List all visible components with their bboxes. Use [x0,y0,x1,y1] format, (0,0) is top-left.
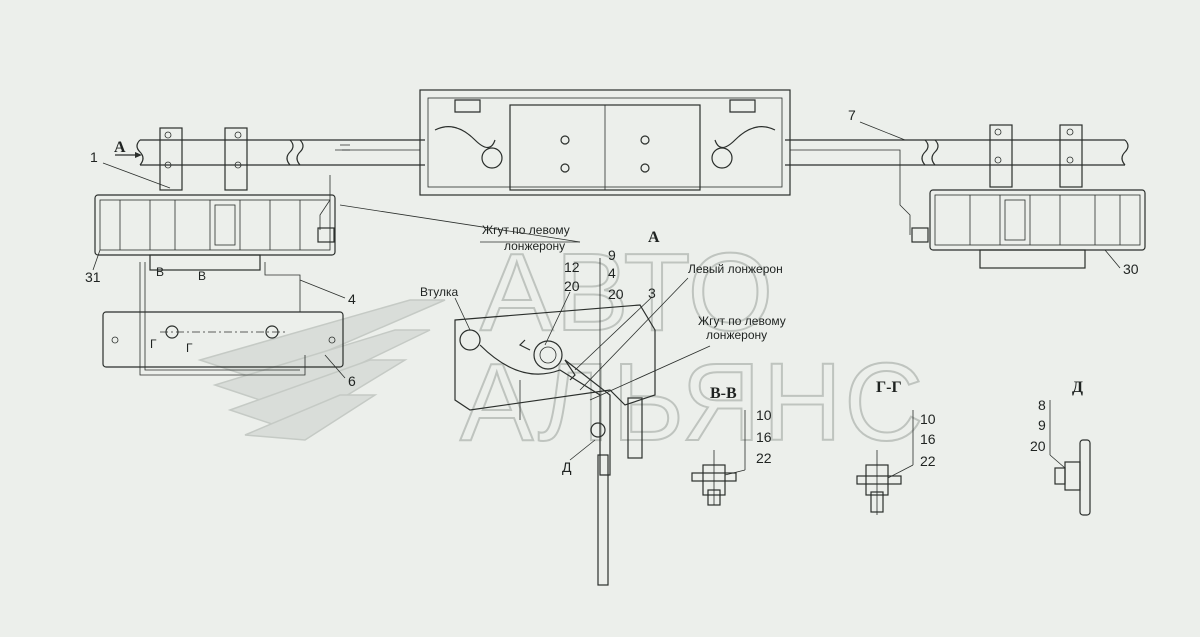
callout-d-9: 9 [1038,417,1046,433]
harness-label-1-line1: Жгут по левому [482,223,570,237]
callout-7: 7 [848,107,856,123]
section-gg-title: Г-Г [876,379,902,396]
callout-6: 6 [348,373,356,389]
mark-g-left: Г [150,337,157,351]
callout-gg-16: 16 [920,431,936,447]
watermark-line1: АВТО [480,231,775,354]
callout-vv-16: 16 [756,429,772,445]
callout-a-12: 12 [564,259,580,275]
callout-d-8: 8 [1038,397,1046,413]
wiring-harness [139,144,911,376]
watermark-logo: АВТО АЛЬЯНС [197,230,926,465]
callout-a-4: 4 [608,265,616,281]
watermark-line2: АЛЬЯНС [460,341,926,464]
callout-a-9: 9 [608,247,616,263]
view-d-reference: Д [562,459,572,475]
section-vv-title: В-В [710,385,737,402]
callout-30: 30 [1123,261,1139,277]
callout-vv-10: 10 [756,407,772,423]
mark-g-right: Г [186,341,193,355]
callout-vv-22: 22 [756,450,772,466]
section-gg-fastener [856,450,902,515]
labels: А 1 31 4 6 7 30 В В Г Г Жгут по левому л… [85,107,1139,475]
callout-gg-10: 10 [920,411,936,427]
plate-bracket [102,311,344,368]
callout-31: 31 [85,269,101,285]
leader-lines [92,121,1121,479]
callout-a-20b: 20 [608,286,624,302]
lamp-left [94,127,336,271]
bushing-label: Втулка [420,285,458,299]
section-vv-fastener [691,450,737,506]
frame-rails [136,139,1129,166]
callout-1: 1 [90,149,98,165]
harness-label-2-line2: лонжерону [706,328,767,342]
view-d-fastener [1054,439,1091,516]
view-d-title: Д [1072,379,1083,396]
lamp-right [911,124,1146,269]
mark-v-right: В [198,269,206,283]
mark-v-left: В [156,265,164,279]
callout-4: 4 [348,291,356,307]
view-a-title: А [648,229,660,246]
callout-a-3: 3 [648,285,656,301]
view-a-detail [454,304,656,586]
callout-a-20: 20 [564,278,580,294]
crossmember [419,89,791,196]
callout-d-20: 20 [1030,438,1046,454]
harness-label-1-line2: лонжерону [504,239,565,253]
callout-gg-22: 22 [920,453,936,469]
harness-label-2-line1: Жгут по левому [698,314,786,328]
view-a-marker: А [114,139,126,156]
left-member-label: Левый лонжерон [688,262,783,276]
